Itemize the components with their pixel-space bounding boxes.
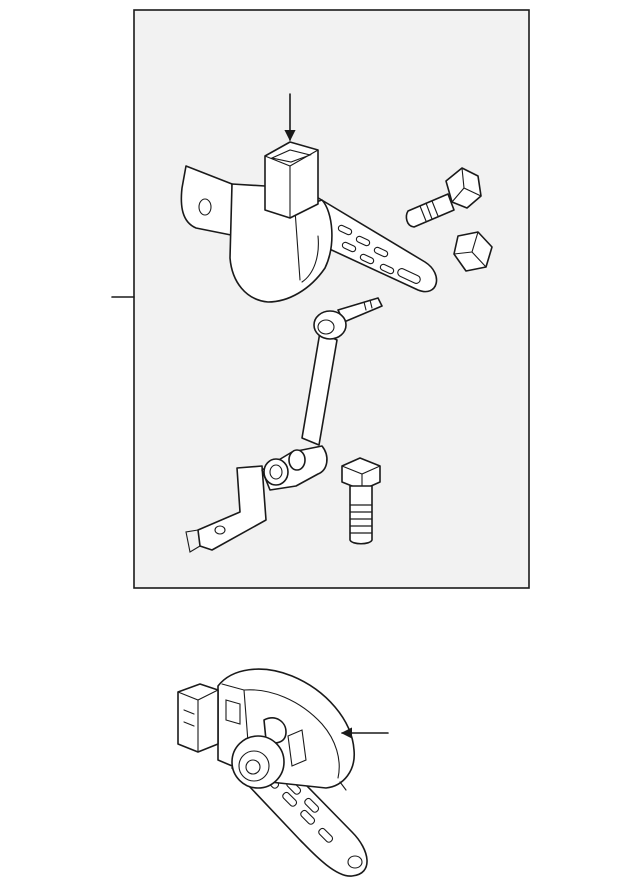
sensor-connector bbox=[264, 141, 319, 219]
assembly-panel bbox=[133, 9, 530, 589]
nut[interactable] bbox=[453, 231, 493, 272]
sensor-housing bbox=[229, 183, 333, 303]
sensor-arm bbox=[309, 195, 438, 293]
lower-bolt[interactable] bbox=[341, 457, 381, 545]
sensor-lower-bracket bbox=[185, 445, 328, 553]
mounting-bolt[interactable] bbox=[405, 167, 482, 228]
sensor-detail[interactable] bbox=[177, 668, 368, 877]
sensor-link-rod bbox=[301, 297, 383, 446]
mount-hole bbox=[198, 198, 212, 216]
sensor-assembly[interactable] bbox=[180, 141, 438, 553]
